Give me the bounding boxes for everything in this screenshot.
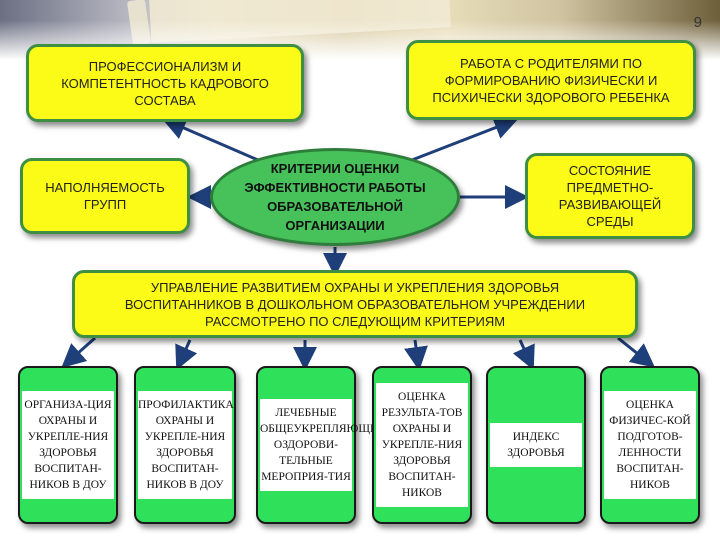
box-environment: СОСТОЯНИЕ ПРЕДМЕТНО-РАЗВИВАЮЩЕЙ СРЕДЫ [525, 153, 695, 239]
arrow-to-criterion-2 [175, 339, 198, 371]
center-ellipse: КРИТЕРИИ ОЦЕНКИ ЭФФЕКТИВНОСТИ РАБОТЫ ОБР… [210, 148, 460, 246]
box-parents-work: РАБОТА С РОДИТЕЛЯМИ ПО ФОРМИРОВАНИЮ ФИЗИ… [406, 40, 696, 120]
criterion-card: ОЦЕНКА РЕЗУЛЬТА-ТОВ ОХРАНЫ И УКРЕПЛЕ-НИЯ… [372, 366, 472, 524]
criterion-card: ЛЕЧЕБНЫЕ ОБЩЕУКРЕПЛЯЮЩИЕ ОЗДОРОВИ-ТЕЛЬНЫ… [256, 366, 385, 524]
box-staff-competence: ПРОФЕССИОНАЛИЗМ И КОМПЕТЕНТНОСТЬ КАДРОВО… [26, 44, 304, 122]
banner-box: УПРАВЛЕНИЕ РАЗВИТИЕМ ОХРАНЫ И УКРЕПЛЕНИЯ… [72, 270, 638, 338]
box-group-occupancy: НАПОЛНЯЕМОСТЬ ГРУПП [20, 158, 190, 234]
criterion-label: ИНДЕКС ЗДОРОВЬЯ [490, 423, 582, 467]
criterion-card: ИНДЕКС ЗДОРОВЬЯ [486, 366, 586, 524]
arrow-to-criterion-1 [61, 336, 96, 368]
criterion-label: ПРОФИЛАКТИКА ОХРАНЫ И УКРЕПЛЕ-НИЯ ЗДОРОВ… [138, 391, 234, 499]
criterion-label: ЛЕЧЕБНЫЕ ОБЩЕУКРЕПЛЯЮЩИЕ ОЗДОРОВИ-ТЕЛЬНЫ… [260, 399, 385, 491]
arrow-to-parents [411, 116, 519, 162]
criterion-card: ОЦЕНКА ФИЗИЧЕС-КОЙ ПОДГОТОВ-ЛЕННОСТИ ВОС… [600, 366, 700, 524]
arrow-to-criterion-4 [404, 339, 428, 371]
arrow-to-criterion-6 [617, 336, 656, 368]
arrow-to-staff [161, 116, 259, 162]
criterion-label: ОРГАНИЗА-ЦИЯ ОХРАНЫ И УКРЕПЛЕ-НИЯ ЗДОРОВ… [22, 391, 114, 499]
criterion-label: ОЦЕНКА ФИЗИЧЕС-КОЙ ПОДГОТОВ-ЛЕННОСТИ ВОС… [604, 391, 696, 499]
criterion-card: ОРГАНИЗА-ЦИЯ ОХРАНЫ И УКРЕПЛЕ-НИЯ ЗДОРОВ… [18, 366, 118, 524]
criterion-card: ПРОФИЛАКТИКА ОХРАНЫ И УКРЕПЛЕ-НИЯ ЗДОРОВ… [134, 366, 236, 524]
page-number: 9 [693, 14, 702, 31]
criterion-label: ОЦЕНКА РЕЗУЛЬТА-ТОВ ОХРАНЫ И УКРЕПЛЕ-НИЯ… [376, 383, 468, 507]
arrow-to-criterion-5 [512, 339, 535, 371]
